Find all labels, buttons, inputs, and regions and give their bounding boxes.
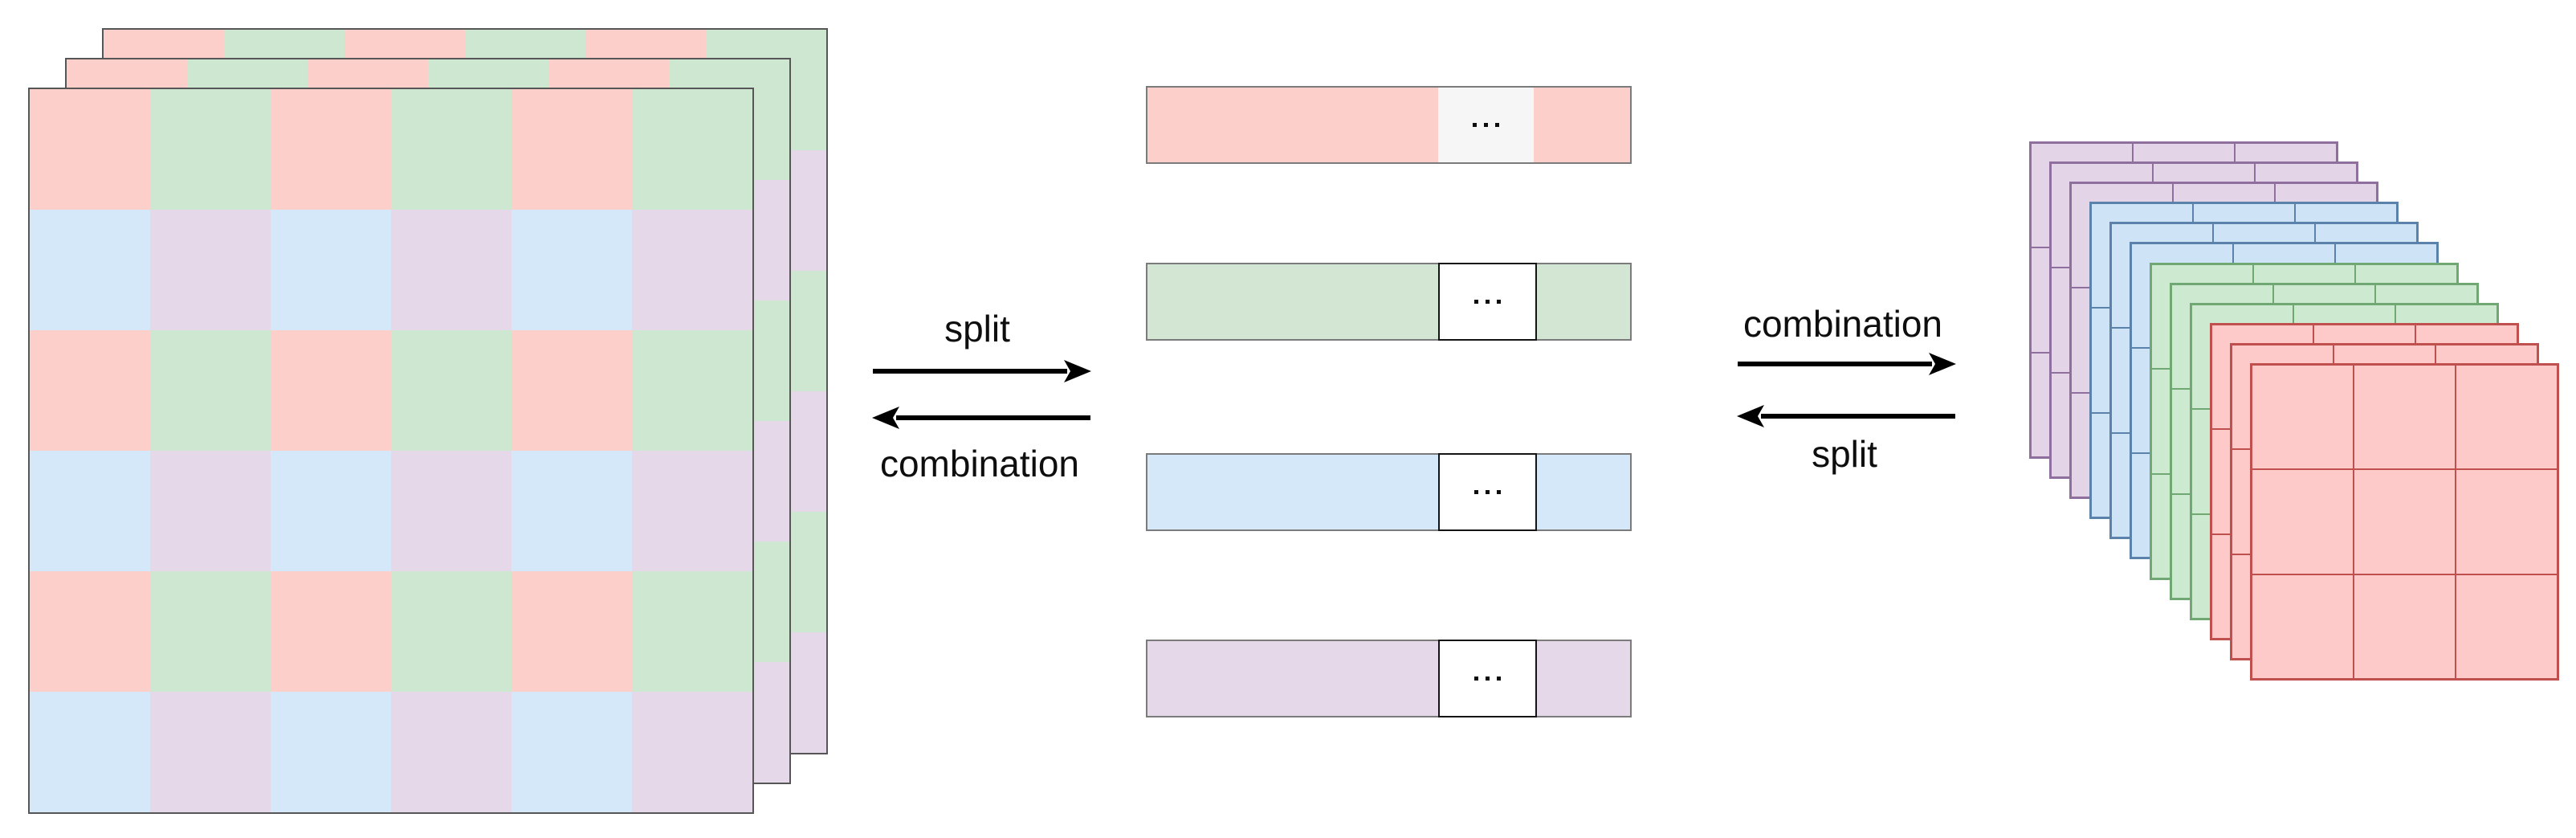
mosaic-cell-blue [30, 210, 150, 330]
mosaic-cell-purple [632, 210, 752, 330]
output-cell-red [2252, 469, 2354, 574]
mosaic-cell-blue [271, 692, 391, 812]
ellipsis-box [1438, 88, 1534, 162]
mosaic-cell-purple [632, 451, 752, 571]
mosaic-cell-blue [271, 210, 391, 330]
mosaic-cell-pink [512, 330, 632, 451]
mosaic-cell-green [391, 330, 512, 451]
ellipsis-box [1438, 263, 1537, 341]
mosaic-cell-green [632, 330, 752, 451]
ellipsis-dot [1486, 490, 1490, 494]
ellipsis-box [1438, 640, 1537, 717]
mosaic-cell-pink [30, 330, 150, 451]
mosaic-cell-green [150, 330, 271, 451]
output-cell-red [2354, 365, 2456, 470]
right-arrow-icon [873, 360, 1091, 382]
mosaic-cell-purple [391, 692, 512, 812]
mosaic-cell-blue [512, 210, 632, 330]
mosaic-cell-purple [391, 451, 512, 571]
ellipsis-dot [1474, 677, 1478, 681]
mosaic-cell-purple [391, 210, 512, 330]
ellipsis-dot [1473, 123, 1477, 127]
ellipsis-dots [1474, 677, 1501, 681]
mosaic-cell-purple [150, 692, 271, 812]
mosaic-cell-purple [150, 451, 271, 571]
mosaic-cell-blue [512, 692, 632, 812]
mosaic-cell-pink [512, 89, 632, 210]
mosaic-cell-blue [271, 451, 391, 571]
mosaic-cell-blue [30, 451, 150, 571]
mosaic-layer-1 [28, 88, 754, 814]
mosaic-cell-green [391, 89, 512, 210]
ellipsis-dots [1474, 300, 1501, 304]
mosaic-cell-pink [271, 330, 391, 451]
arrow-label-split-left: split [944, 308, 1010, 350]
output-cell-red [2252, 365, 2354, 470]
mosaic-cell-purple [632, 692, 752, 812]
output-cell-red [2354, 574, 2456, 679]
ellipsis-box [1438, 453, 1537, 531]
mosaic-cell-pink [30, 571, 150, 692]
mosaic-cell-pink [30, 89, 150, 210]
split-arrow-right-icon [871, 357, 1092, 386]
arrow-label-combination-right: combination [1742, 303, 1943, 345]
output-cell-red [2456, 469, 2558, 574]
ellipsis-dot [1474, 300, 1478, 304]
channel-bar-blue [1146, 453, 1632, 531]
ellipsis-dot [1497, 490, 1501, 494]
mosaic-cell-pink [512, 571, 632, 692]
mosaic-cell-green [632, 89, 752, 210]
ellipsis-dots [1473, 123, 1499, 127]
arrow-label-combination-left: combination [879, 443, 1080, 484]
ellipsis-dot [1495, 123, 1499, 127]
right-arrow-icon [1738, 353, 1956, 375]
mosaic-cell-blue [512, 451, 632, 571]
output-cell-red [2456, 365, 2558, 470]
arrow-label-split-right: split [1812, 433, 1877, 475]
left-arrow-icon [1737, 405, 1955, 427]
output-layer-red-3 [2250, 363, 2559, 681]
ellipsis-dots [1474, 490, 1501, 494]
split-arrow-left-icon [1736, 402, 1957, 431]
ellipsis-dot [1497, 300, 1501, 304]
ellipsis-dot [1497, 677, 1501, 681]
ellipsis-dot [1484, 123, 1488, 127]
output-cell-red [2252, 574, 2354, 679]
mosaic-cell-green [391, 571, 512, 692]
channel-bar-purple [1146, 640, 1632, 717]
mosaic-cell-green [150, 89, 271, 210]
ellipsis-dot [1486, 300, 1490, 304]
channel-bar-green [1146, 263, 1632, 341]
combination-arrow-left-icon [871, 403, 1092, 432]
left-arrow-icon [872, 407, 1090, 429]
mosaic-cell-green [632, 571, 752, 692]
mosaic-cell-blue [30, 692, 150, 812]
mosaic-cell-pink [271, 89, 391, 210]
ellipsis-dot [1474, 490, 1478, 494]
combination-arrow-right-icon [1736, 350, 1957, 378]
mosaic-cell-green [150, 571, 271, 692]
mosaic-cell-pink [271, 571, 391, 692]
output-cell-red [2456, 574, 2558, 679]
channel-bar-pink [1146, 86, 1632, 164]
ellipsis-dot [1486, 677, 1490, 681]
output-cell-red [2354, 469, 2456, 574]
mosaic-cell-purple [150, 210, 271, 330]
